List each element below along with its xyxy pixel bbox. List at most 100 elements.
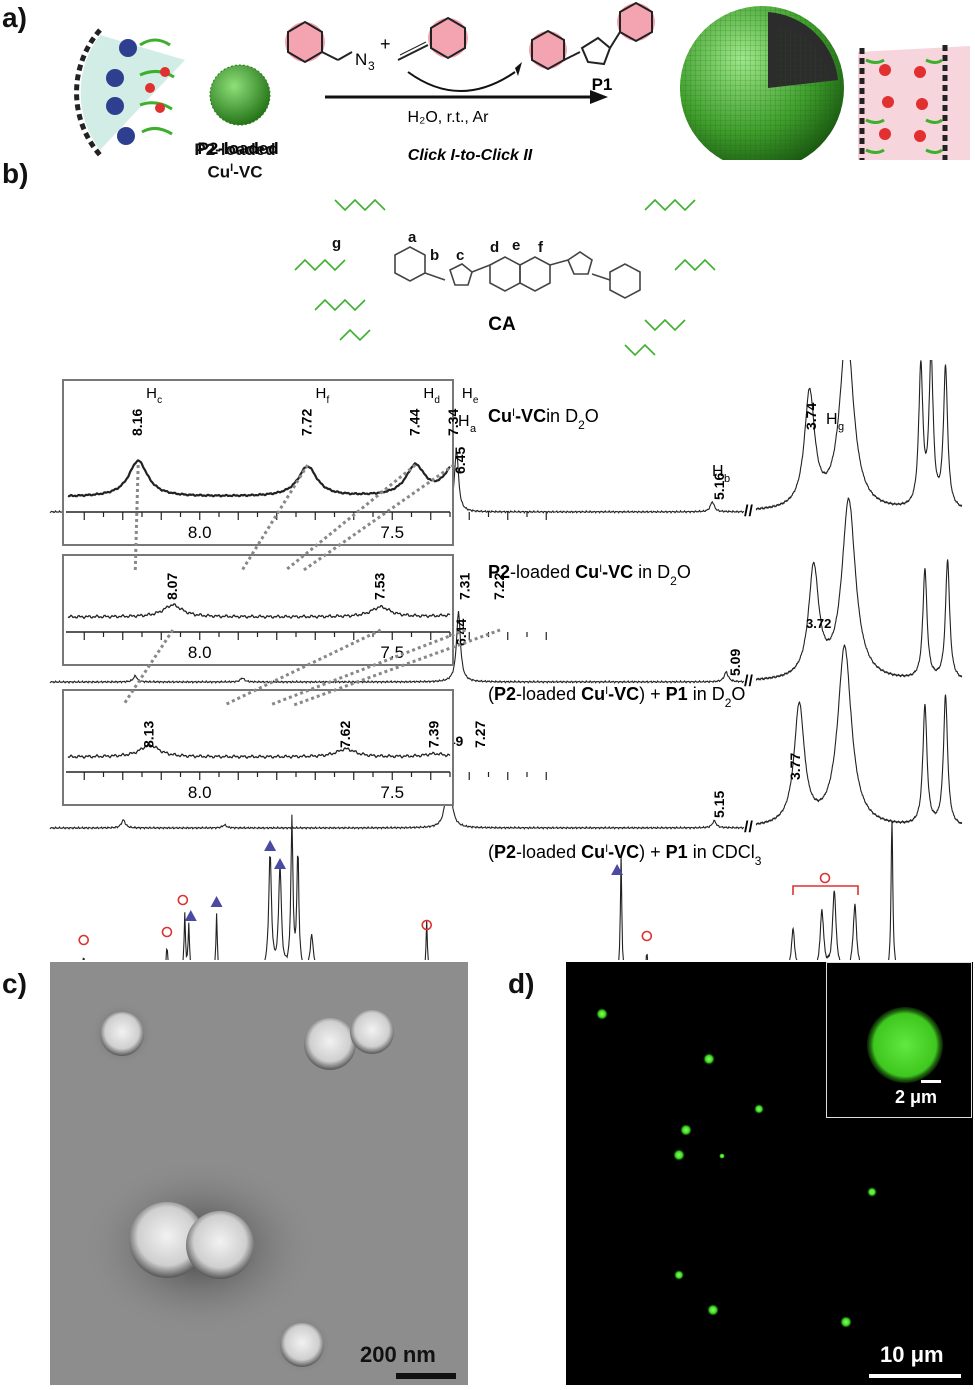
inset-tick-label: 7.5 bbox=[380, 523, 404, 542]
axis-break-1: // bbox=[744, 503, 753, 520]
panel-label-a: a) bbox=[2, 2, 27, 33]
spectrum-4-left bbox=[82, 814, 649, 960]
tem-scale-label: 200 nm bbox=[360, 1342, 436, 1367]
inset-scale-label: 2 μm bbox=[895, 1087, 938, 1107]
peak-label-s1-6.45: 6.45 bbox=[452, 447, 468, 474]
curved-arrow bbox=[407, 71, 516, 92]
product-circle-marker bbox=[161, 926, 173, 938]
reactant-triangle-marker bbox=[210, 896, 223, 907]
inset-assign-sub: f bbox=[327, 395, 330, 406]
peak-label-s3-3.77: 3.77 bbox=[787, 753, 803, 780]
correlation-line bbox=[241, 464, 309, 571]
inset-peak-label: 8.13 bbox=[141, 721, 157, 748]
spectrum-4-label: (P2-loaded CuI-VC) + P1 in CDCl3 bbox=[488, 842, 762, 868]
inset-peak-label: 7.22 bbox=[491, 573, 507, 600]
assign-Hb-sub: b bbox=[724, 473, 730, 485]
plus-sign: + bbox=[380, 34, 391, 54]
inset-peak-label: 8.16 bbox=[129, 409, 145, 436]
panel-label-d: d) bbox=[508, 968, 535, 999]
inset-peak-label: 7.72 bbox=[299, 409, 315, 436]
inset-assign-sub: e bbox=[473, 395, 479, 406]
inset-vesicle bbox=[867, 1007, 943, 1083]
vesicle-wedge-left bbox=[74, 28, 185, 157]
benzyl-azide bbox=[285, 20, 353, 64]
fluo-scale-label: 10 μm bbox=[880, 1342, 944, 1367]
peak-label-s1-3.74: 3.74 bbox=[803, 403, 819, 430]
assign-Ha-sub: a bbox=[470, 423, 477, 435]
spectrum-1-label: CuI-VCin D2O bbox=[488, 406, 599, 432]
inset-assign: H bbox=[146, 385, 157, 402]
azide-sub: 3 bbox=[368, 59, 375, 73]
inset-assign: H bbox=[462, 385, 473, 402]
product-circle-marker bbox=[421, 919, 433, 931]
inset-peak-label: 7.39 bbox=[426, 721, 442, 748]
label-d: d bbox=[490, 239, 499, 256]
vesicle-label: P2-loaded CuI-VC bbox=[180, 140, 290, 182]
assign-Hb: H bbox=[712, 463, 724, 480]
spectrum-3-right bbox=[755, 644, 963, 826]
assign-Ha: H bbox=[458, 413, 470, 430]
product-circle-marker bbox=[177, 894, 189, 906]
reactant-triangle-marker bbox=[274, 858, 287, 869]
spectrum-3-left bbox=[49, 755, 745, 830]
inset-assign: H bbox=[423, 385, 434, 402]
inset-peak-label: 8.07 bbox=[164, 573, 180, 600]
spectrum-1-right bbox=[755, 360, 963, 511]
inset-tick-label: 8.0 bbox=[188, 643, 212, 662]
axis-break-2: // bbox=[744, 673, 753, 690]
inset-peak-label: 7.53 bbox=[372, 573, 388, 600]
axis-break-3: // bbox=[744, 819, 753, 836]
correlation-line bbox=[285, 463, 417, 572]
fluorescence-dots bbox=[596, 1008, 961, 1378]
panel-label-b: b) bbox=[2, 158, 29, 189]
vesicle-label-line1-text: P2-loaded bbox=[194, 140, 276, 159]
tem-scale-bar bbox=[396, 1373, 456, 1379]
phenylacetylene bbox=[397, 16, 468, 61]
compound-label: CA bbox=[488, 314, 516, 335]
fluo-scale-bar bbox=[869, 1374, 961, 1378]
inset-assign-sub: d bbox=[434, 395, 440, 406]
inset-1-trace bbox=[67, 459, 451, 498]
product-label: P1 bbox=[592, 75, 613, 94]
product-bracket bbox=[792, 885, 859, 895]
membrane-zoom-right bbox=[858, 45, 970, 160]
peak-label-s2-3.72: 3.72 bbox=[806, 616, 831, 631]
correlation-line bbox=[223, 628, 382, 707]
nmr-spectra: ////////8.07.06.05.04.03.0Chemical shift… bbox=[49, 360, 963, 960]
spectrum-2-right bbox=[755, 497, 963, 681]
inset-tick-label: 8.0 bbox=[188, 783, 212, 802]
label-g: g bbox=[332, 235, 341, 252]
spectrum-2-left bbox=[49, 611, 745, 685]
inset-scale-bar bbox=[921, 1080, 941, 1083]
spectrum-2-label: P2-loaded CuI-VC in D2O bbox=[488, 562, 691, 588]
click-label: Click I-to-Click II bbox=[408, 147, 533, 160]
correlation-line bbox=[122, 629, 175, 706]
cu-sup: I bbox=[230, 162, 234, 174]
azide-n: N bbox=[355, 50, 367, 69]
spectrum-3-label: (P2-loaded CuI-VC) + P1 in D2O bbox=[488, 684, 745, 710]
correlation-line bbox=[302, 463, 455, 572]
tem-image: 200 nm bbox=[50, 962, 468, 1385]
inset-3-trace bbox=[67, 742, 451, 760]
peak-label-s2-5.09: 5.09 bbox=[727, 649, 743, 676]
peak-label-s3-5.15: 5.15 bbox=[711, 791, 727, 818]
assign-Hg-sub: g bbox=[838, 421, 844, 433]
inset-peak-label: 7.62 bbox=[337, 721, 353, 748]
correlation-line bbox=[269, 628, 466, 707]
inset-peak-label: 7.31 bbox=[456, 573, 472, 600]
product-circle-marker bbox=[819, 872, 831, 884]
vesicle-label-line1: P2-loaded bbox=[197, 139, 278, 158]
label-b: b bbox=[430, 247, 439, 264]
product-circle-marker bbox=[641, 930, 653, 942]
product-p1-structure bbox=[529, 1, 655, 71]
reactant-triangle-marker bbox=[611, 864, 624, 875]
label-e: e bbox=[512, 237, 520, 254]
peak-label-s2-6.44: 6.44 bbox=[453, 619, 469, 646]
inset-2-trace bbox=[67, 603, 451, 620]
small-green-vesicle bbox=[209, 64, 271, 126]
correlation-line bbox=[293, 628, 501, 707]
inset-assign-sub: c bbox=[157, 395, 162, 406]
inset-tick-label: 7.5 bbox=[380, 783, 404, 802]
inset-tick-label: 8.0 bbox=[188, 523, 212, 542]
